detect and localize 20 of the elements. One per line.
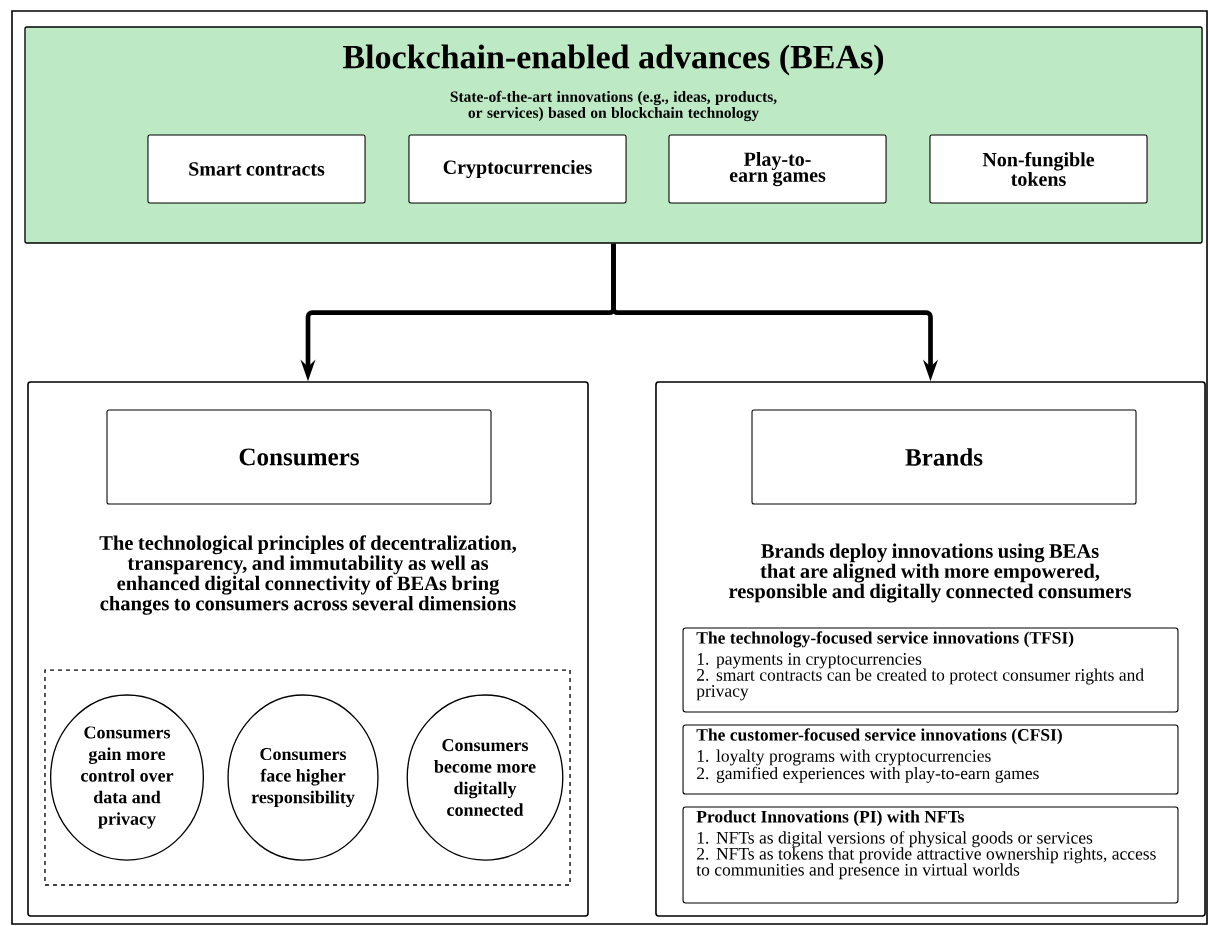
heading: Blockchain-enabled advances (BEAs) [343, 44, 884, 76]
list-item: 1. NFTs as digital versions of physical goods or services [697, 831, 1093, 848]
label-box: Brands [751, 409, 1137, 505]
label-box: Smart contracts [147, 134, 366, 204]
subtitle: State-of-the-art innovations (e.g., ideas, products, or services) based on blockchain technology [450, 90, 777, 122]
label-box: Non-fungible tokens [929, 134, 1148, 204]
list-item: 2. gamified experiences with play-to-earn games [697, 766, 1039, 783]
list-item: 1. loyalty programs with cryptocurrencies [697, 749, 991, 766]
list-item: 2. smart contracts can be created to protect consumer rights and privacy [696, 668, 1144, 701]
paragraph: The technological principles of decentralization, transparency, and immutability as well as enhanced digital connectivity of BEAs bring changes to consumers across several dimensions [99, 535, 516, 615]
list-item: 1. payments in cryptocurrencies [697, 653, 922, 669]
label-box: Play-to-earn games [668, 134, 887, 204]
dashed-box [44, 669, 571, 886]
box-heading: The technology-focused service innovations (TFSI) [696, 631, 1074, 648]
box-heading: The customer-focused service innovations (CFSI) [696, 728, 1062, 745]
label-box: Cryptocurrencies [408, 134, 627, 204]
box-heading: Product Innovations (PI) with NFTs [696, 810, 964, 827]
paragraph: Brands deploy innovations using BEAs that are aligned with more empowered, responsible and digitally connected consumers [729, 543, 1131, 603]
label-box: Consumers [106, 409, 492, 505]
list-item: 2. NFTs as tokens that provide attractive ownership rights, access to communities and presence in virtual worlds [696, 847, 1156, 880]
